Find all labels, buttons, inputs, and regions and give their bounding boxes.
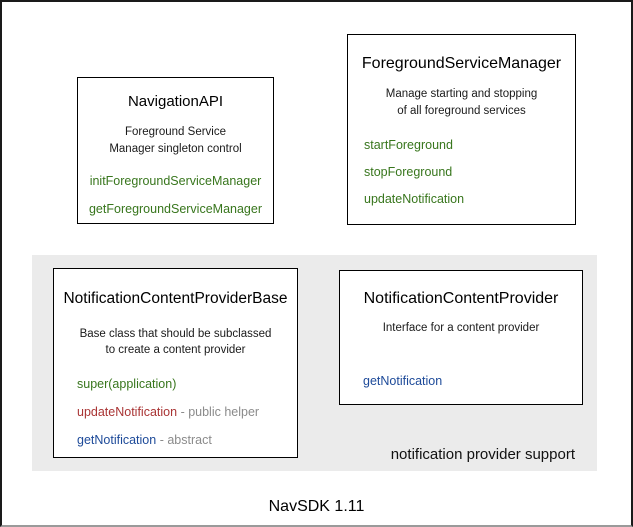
class-box-notification-content-provider: NotificationContentProvider Interface fo…: [339, 270, 583, 405]
method-init-foreground-service-manager: initForegroundServiceManager: [89, 173, 262, 188]
class-description: Base class that should be subclassed to …: [54, 326, 297, 359]
class-box-foreground-service-manager: ForegroundServiceManager Manage starting…: [347, 34, 576, 225]
method-note: - public helper: [180, 405, 260, 420]
method-get-foreground-service-manager: getForegroundServiceManager: [88, 201, 263, 216]
class-description-line: Manager singleton control: [109, 142, 242, 155]
method-list: startForeground stopForeground updateNot…: [348, 137, 575, 206]
method-note: - abstract: [159, 433, 212, 448]
class-description-line: of all foreground services: [397, 105, 526, 118]
method-stop-foreground: stopForeground: [364, 164, 453, 179]
method-super-application: super(application): [77, 377, 177, 392]
method-start-foreground: startForeground: [364, 137, 453, 152]
class-title: NavigationAPI: [127, 93, 224, 110]
class-description-line: Base class that should be subclassed: [79, 327, 272, 340]
class-title: ForegroundServiceManager: [361, 55, 562, 72]
diagram-caption: NavSDK 1.11: [268, 498, 365, 515]
class-title: NotificationContentProviderBase: [63, 290, 288, 307]
class-box-navigation-api: NavigationAPI Foreground Service Manager…: [77, 77, 274, 224]
class-description-line: Interface for a content provider: [382, 322, 540, 335]
method-list: super(application) updateNotification - …: [54, 378, 297, 447]
method-update-notification: updateNotification - public helper: [77, 406, 297, 419]
method-update-notification: updateNotification: [364, 191, 465, 206]
method-get-notification: getNotification - abstract: [77, 434, 297, 447]
class-description-line: Manage starting and stopping: [385, 88, 538, 101]
class-box-notification-content-provider-base: NotificationContentProviderBase Base cla…: [53, 268, 298, 458]
method-get-notification: getNotification: [363, 374, 443, 389]
class-description-line: to create a content provider: [105, 344, 246, 357]
class-description: Interface for a content provider: [340, 320, 582, 337]
method-name: updateNotification: [77, 405, 178, 420]
method-list: initForegroundServiceManager getForegrou…: [78, 173, 273, 216]
class-title: NotificationContentProvider: [363, 290, 559, 307]
group-label: notification provider support: [390, 446, 575, 463]
method-list: getNotification: [340, 374, 582, 389]
class-description: Foreground Service Manager singleton con…: [78, 124, 273, 157]
class-description-line: Foreground Service: [125, 126, 226, 139]
class-description: Manage starting and stopping of all fore…: [348, 86, 575, 119]
method-name: getNotification: [77, 433, 157, 448]
